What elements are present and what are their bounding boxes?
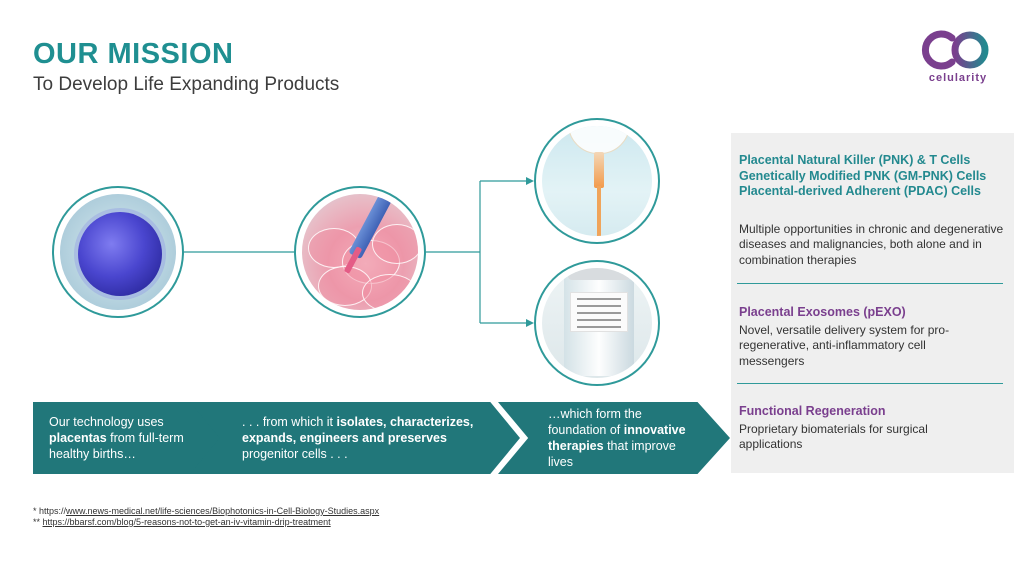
divider — [737, 283, 1003, 284]
section3-heading: Functional Regeneration — [739, 404, 886, 418]
iv-drip-image — [534, 118, 660, 244]
section2-heading: Placental Exosomes (pEXO) — [739, 305, 906, 319]
vial-image — [534, 260, 660, 386]
process-step-2: . . . from which it isolates, characteri… — [190, 402, 520, 474]
section1-heading: Placental Natural Killer (PNK) & T Cells… — [739, 153, 987, 199]
logo-wordmark: celularity — [928, 72, 988, 84]
process-step-1: Our technology uses placentas from full-… — [33, 402, 223, 474]
section2-body: Novel, versatile delivery system for pro… — [739, 323, 950, 368]
reference-link-1[interactable]: www.news-medical.net/life-sciences/Bioph… — [66, 506, 380, 516]
process-step-3: …which form the foundation of innovative… — [498, 402, 730, 474]
cell-image — [52, 186, 184, 318]
page-title: OUR MISSION — [33, 38, 234, 70]
reference-link-2[interactable]: https://bbarsf.com/blog/5-reasons-not-to… — [42, 517, 331, 527]
celularity-logo-icon — [921, 30, 989, 70]
reference-2: ** https://bbarsf.com/blog/5-reasons-not… — [33, 517, 331, 527]
page-subtitle: To Develop Life Expanding Products — [33, 74, 340, 95]
reference-1: * https://www.news-medical.net/life-scie… — [33, 506, 380, 516]
petri-dish-pipette-image — [294, 186, 426, 318]
section1-body: Multiple opportunities in chronic and de… — [739, 222, 1004, 267]
section3-body: Proprietary biomaterials for surgical ap… — [739, 422, 928, 452]
divider — [737, 383, 1003, 384]
product-panel: Placental Natural Killer (PNK) & T Cells… — [731, 133, 1014, 473]
